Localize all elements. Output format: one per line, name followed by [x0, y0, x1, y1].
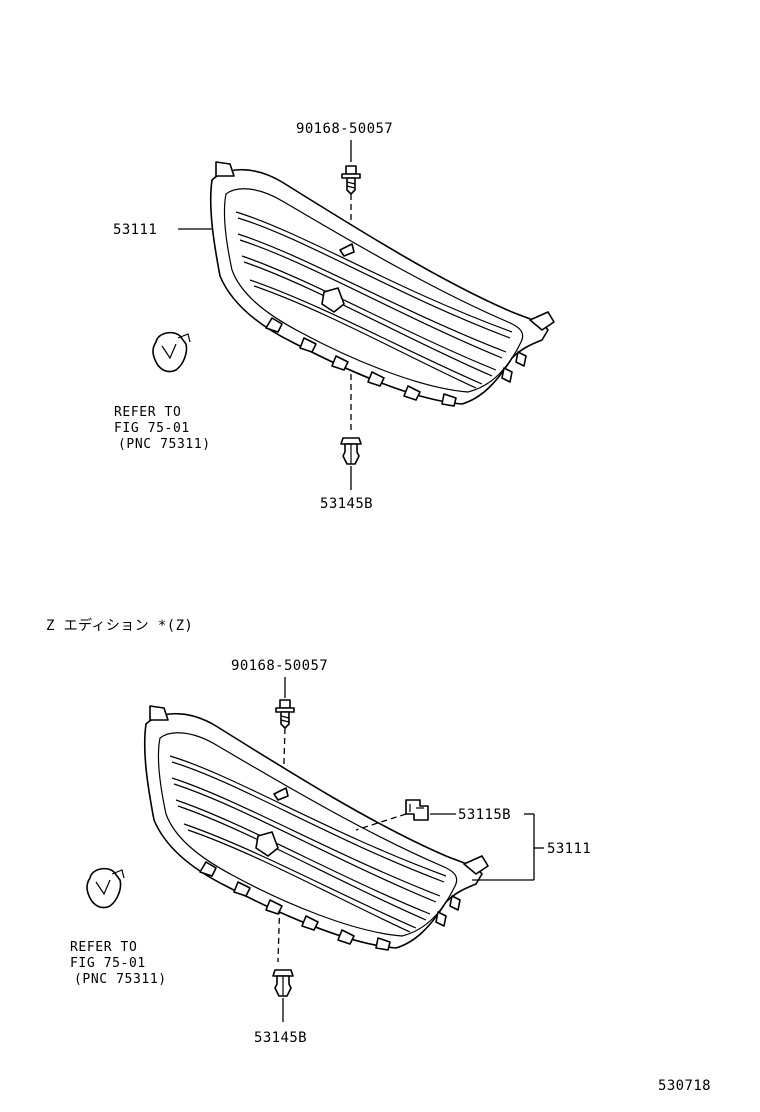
- bottom-section-heading: Z エディション *(Z): [46, 617, 193, 634]
- bottom-bracket-icon: [405, 799, 429, 821]
- bottom-bolt-label: 90168-50057: [231, 658, 328, 674]
- top-grille-label: 53111: [113, 222, 157, 238]
- top-refer-line-1: REFER TO: [114, 405, 181, 420]
- bottom-grille-icon: [143, 705, 489, 951]
- bottom-clip-label: 53145B: [254, 1030, 307, 1046]
- figure-id: 530718: [658, 1078, 711, 1094]
- top-bolt-icon: [341, 165, 361, 195]
- top-clip-icon: [340, 437, 362, 465]
- top-clip-label: 53145B: [320, 496, 373, 512]
- bottom-clip-icon: [272, 969, 294, 997]
- top-bolt-label: 90168-50057: [296, 121, 393, 137]
- bottom-bracket-label: 53115B: [458, 807, 511, 823]
- bottom-refer-line-1: REFER TO: [70, 940, 137, 955]
- bottom-emblem-reference-icon: [86, 867, 125, 909]
- top-refer-line-2: FIG 75-01: [114, 421, 190, 436]
- top-grille-icon: [209, 161, 555, 407]
- top-section: 90168-50057 53111 REFER TO FIG 75-01 (PN…: [113, 121, 555, 512]
- bottom-bolt-icon: [275, 699, 295, 729]
- bottom-refer-line-2: FIG 75-01: [70, 956, 146, 971]
- top-refer-line-3: (PNC 75311): [118, 437, 211, 452]
- bottom-refer-line-3: (PNC 75311): [74, 972, 167, 987]
- bottom-section: Z エディション *(Z) 90168-50057 53115B 53111 R…: [46, 617, 591, 1046]
- bottom-grille-label: 53111: [547, 841, 591, 857]
- top-emblem-reference-icon: [152, 331, 191, 373]
